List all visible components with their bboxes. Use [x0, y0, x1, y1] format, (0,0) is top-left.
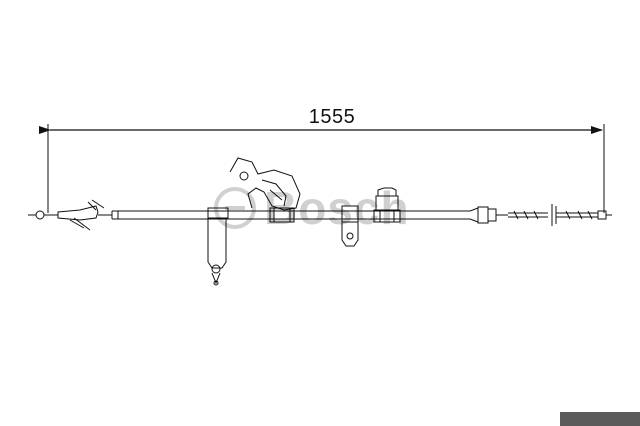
right-end-fitting	[469, 204, 612, 226]
mounting-bracket-left	[207, 207, 229, 286]
cable-conduit	[111, 210, 470, 220]
overall-length-label: 1555	[308, 106, 356, 128]
corner-stripe	[560, 412, 640, 426]
upper-clip	[229, 157, 301, 223]
mounting-bracket-center	[341, 205, 359, 247]
left-end-fitting	[28, 199, 112, 231]
cable-assembly	[28, 157, 612, 286]
right-clip	[373, 187, 401, 223]
